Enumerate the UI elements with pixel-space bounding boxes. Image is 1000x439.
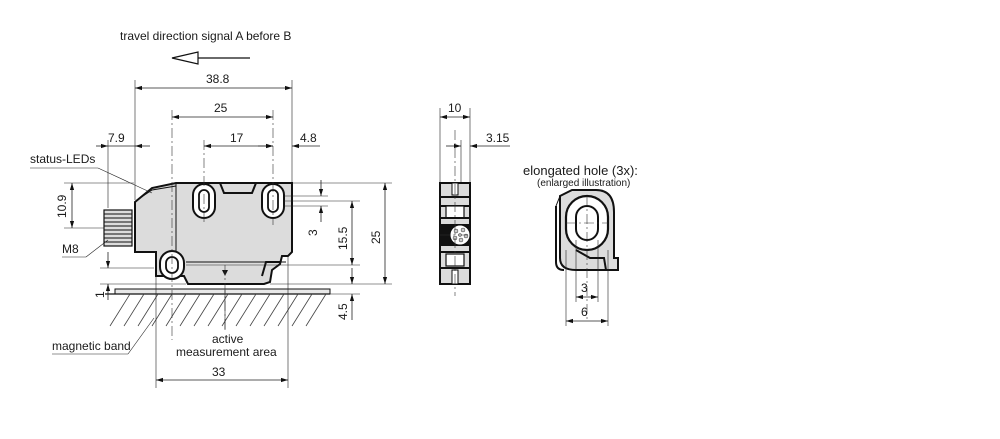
dim-hole-6: 6 bbox=[565, 250, 609, 326]
dim-38-8-label: 38.8 bbox=[206, 72, 230, 86]
dim-4-8: 4.8 bbox=[258, 131, 320, 149]
magnetic-band-label: magnetic band bbox=[52, 339, 131, 353]
dim-4-5-label: 4.5 bbox=[336, 303, 350, 320]
dim-25-top-label: 25 bbox=[214, 101, 228, 115]
travel-direction-label: travel direction signal A before B bbox=[120, 29, 291, 43]
front-view: 10 3.15 bbox=[439, 101, 510, 296]
dim-3-15-label: 3.15 bbox=[486, 131, 510, 145]
dim-7-9-label: 7.9 bbox=[108, 131, 125, 145]
dim-15-5-label: 15.5 bbox=[336, 226, 350, 250]
dim-17: 17 bbox=[204, 131, 273, 149]
m8-label: M8 bbox=[62, 242, 79, 256]
m8-callout: M8 bbox=[62, 239, 109, 258]
m8-connector bbox=[103, 209, 133, 247]
dim-3-15: 3.15 bbox=[446, 131, 510, 182]
elongated-hole-title: elongated hole (3x): bbox=[523, 163, 638, 178]
status-leds-label: status-LEDs bbox=[30, 152, 95, 166]
dim-17-label: 17 bbox=[230, 131, 244, 145]
dim-1: 1 bbox=[93, 252, 186, 300]
status-leds-callout: status-LEDs bbox=[30, 152, 153, 194]
mounting-hole-bottom bbox=[159, 250, 185, 280]
dim-25-top: 25 bbox=[172, 101, 273, 120]
active-area-callout: active measurement area bbox=[176, 290, 277, 359]
dim-33-label: 33 bbox=[212, 365, 226, 379]
active-label-1: active bbox=[212, 332, 244, 346]
dim-hole-3-label: 3 bbox=[581, 281, 588, 295]
dim-3-left: 3 bbox=[284, 180, 328, 236]
dim-38-8: 38.8 bbox=[134, 72, 293, 200]
dim-hole-3: 3 bbox=[575, 240, 599, 302]
travel-direction-arrow bbox=[171, 51, 250, 65]
travel-direction: travel direction signal A before B bbox=[120, 29, 291, 65]
dim-7-9: 7.9 bbox=[96, 131, 150, 208]
active-label-2: measurement area bbox=[176, 345, 277, 359]
side-view: 38.8 25 17 7.9 4.8 bbox=[30, 72, 392, 388]
dim-25-right: 25 bbox=[270, 182, 392, 285]
dim-10-9-label: 10.9 bbox=[55, 194, 69, 218]
dim-4-5: 4.5 bbox=[330, 268, 360, 320]
dim-33: 33 bbox=[155, 256, 289, 388]
magnetic-band bbox=[105, 288, 331, 327]
enlarged-illustration-label: (enlarged illustration) bbox=[537, 178, 630, 189]
dim-15-5: 15.5 bbox=[186, 200, 360, 266]
dim-10-label: 10 bbox=[448, 101, 462, 115]
elongated-hole-detail: elongated hole (3x): (enlarged illustrat… bbox=[523, 163, 638, 326]
dim-1-label: 1 bbox=[93, 291, 107, 298]
dim-10-9: 10.9 bbox=[55, 182, 134, 229]
dim-25-right-label: 25 bbox=[369, 230, 383, 244]
dim-4-8-label: 4.8 bbox=[300, 131, 317, 145]
dim-3-left-label: 3 bbox=[306, 229, 320, 236]
magnetic-band-callout: magnetic band bbox=[52, 317, 155, 355]
dim-hole-6-label: 6 bbox=[581, 305, 588, 319]
